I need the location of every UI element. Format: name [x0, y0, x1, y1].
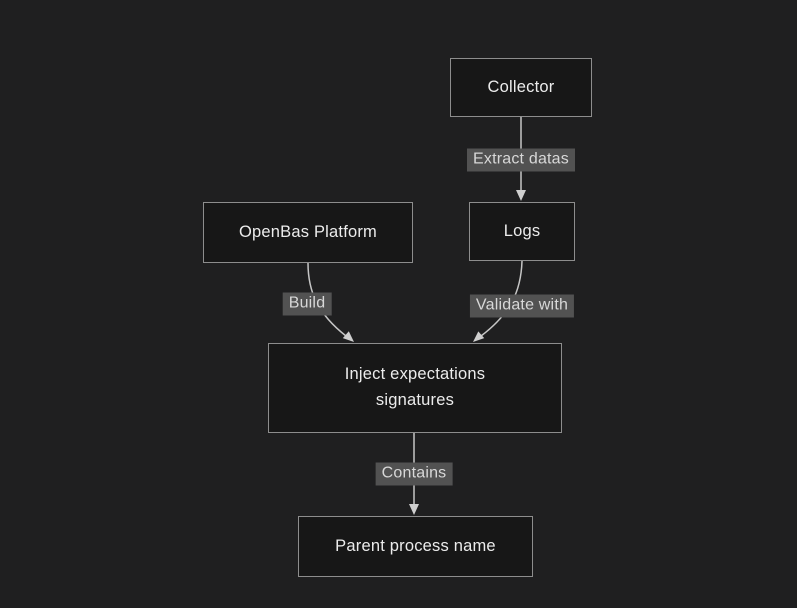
node-openbas-platform-label: OpenBas Platform — [238, 222, 377, 241]
node-logs-label: Logs — [503, 221, 541, 240]
node-openbas-platform: OpenBas Platform — [203, 202, 413, 263]
edge-label-build: Build — [282, 292, 332, 316]
arrowhead-down-icon — [409, 504, 419, 515]
node-logs: Logs — [469, 202, 575, 261]
arrowhead-down-left-icon — [473, 331, 485, 342]
arrowhead-down-icon — [516, 190, 526, 201]
node-inject-label-line1: Inject expectations — [344, 365, 486, 384]
node-inject-label-line2: signatures — [375, 391, 455, 409]
edge-label-validate-with: Validate with — [469, 294, 575, 318]
node-collector-label: Collector — [487, 77, 555, 96]
edge-label-contains: Contains — [375, 462, 453, 486]
node-collector: Collector — [450, 58, 592, 117]
node-parent-process-name-label: Parent process name — [335, 536, 496, 555]
node-parent-process-name: Parent process name — [298, 516, 533, 577]
edge-label-extract-datas: Extract datas — [467, 148, 575, 172]
arrowhead-down-right-icon — [342, 331, 354, 342]
node-inject-expectations-signatures: Inject expectations signatures — [268, 343, 562, 433]
